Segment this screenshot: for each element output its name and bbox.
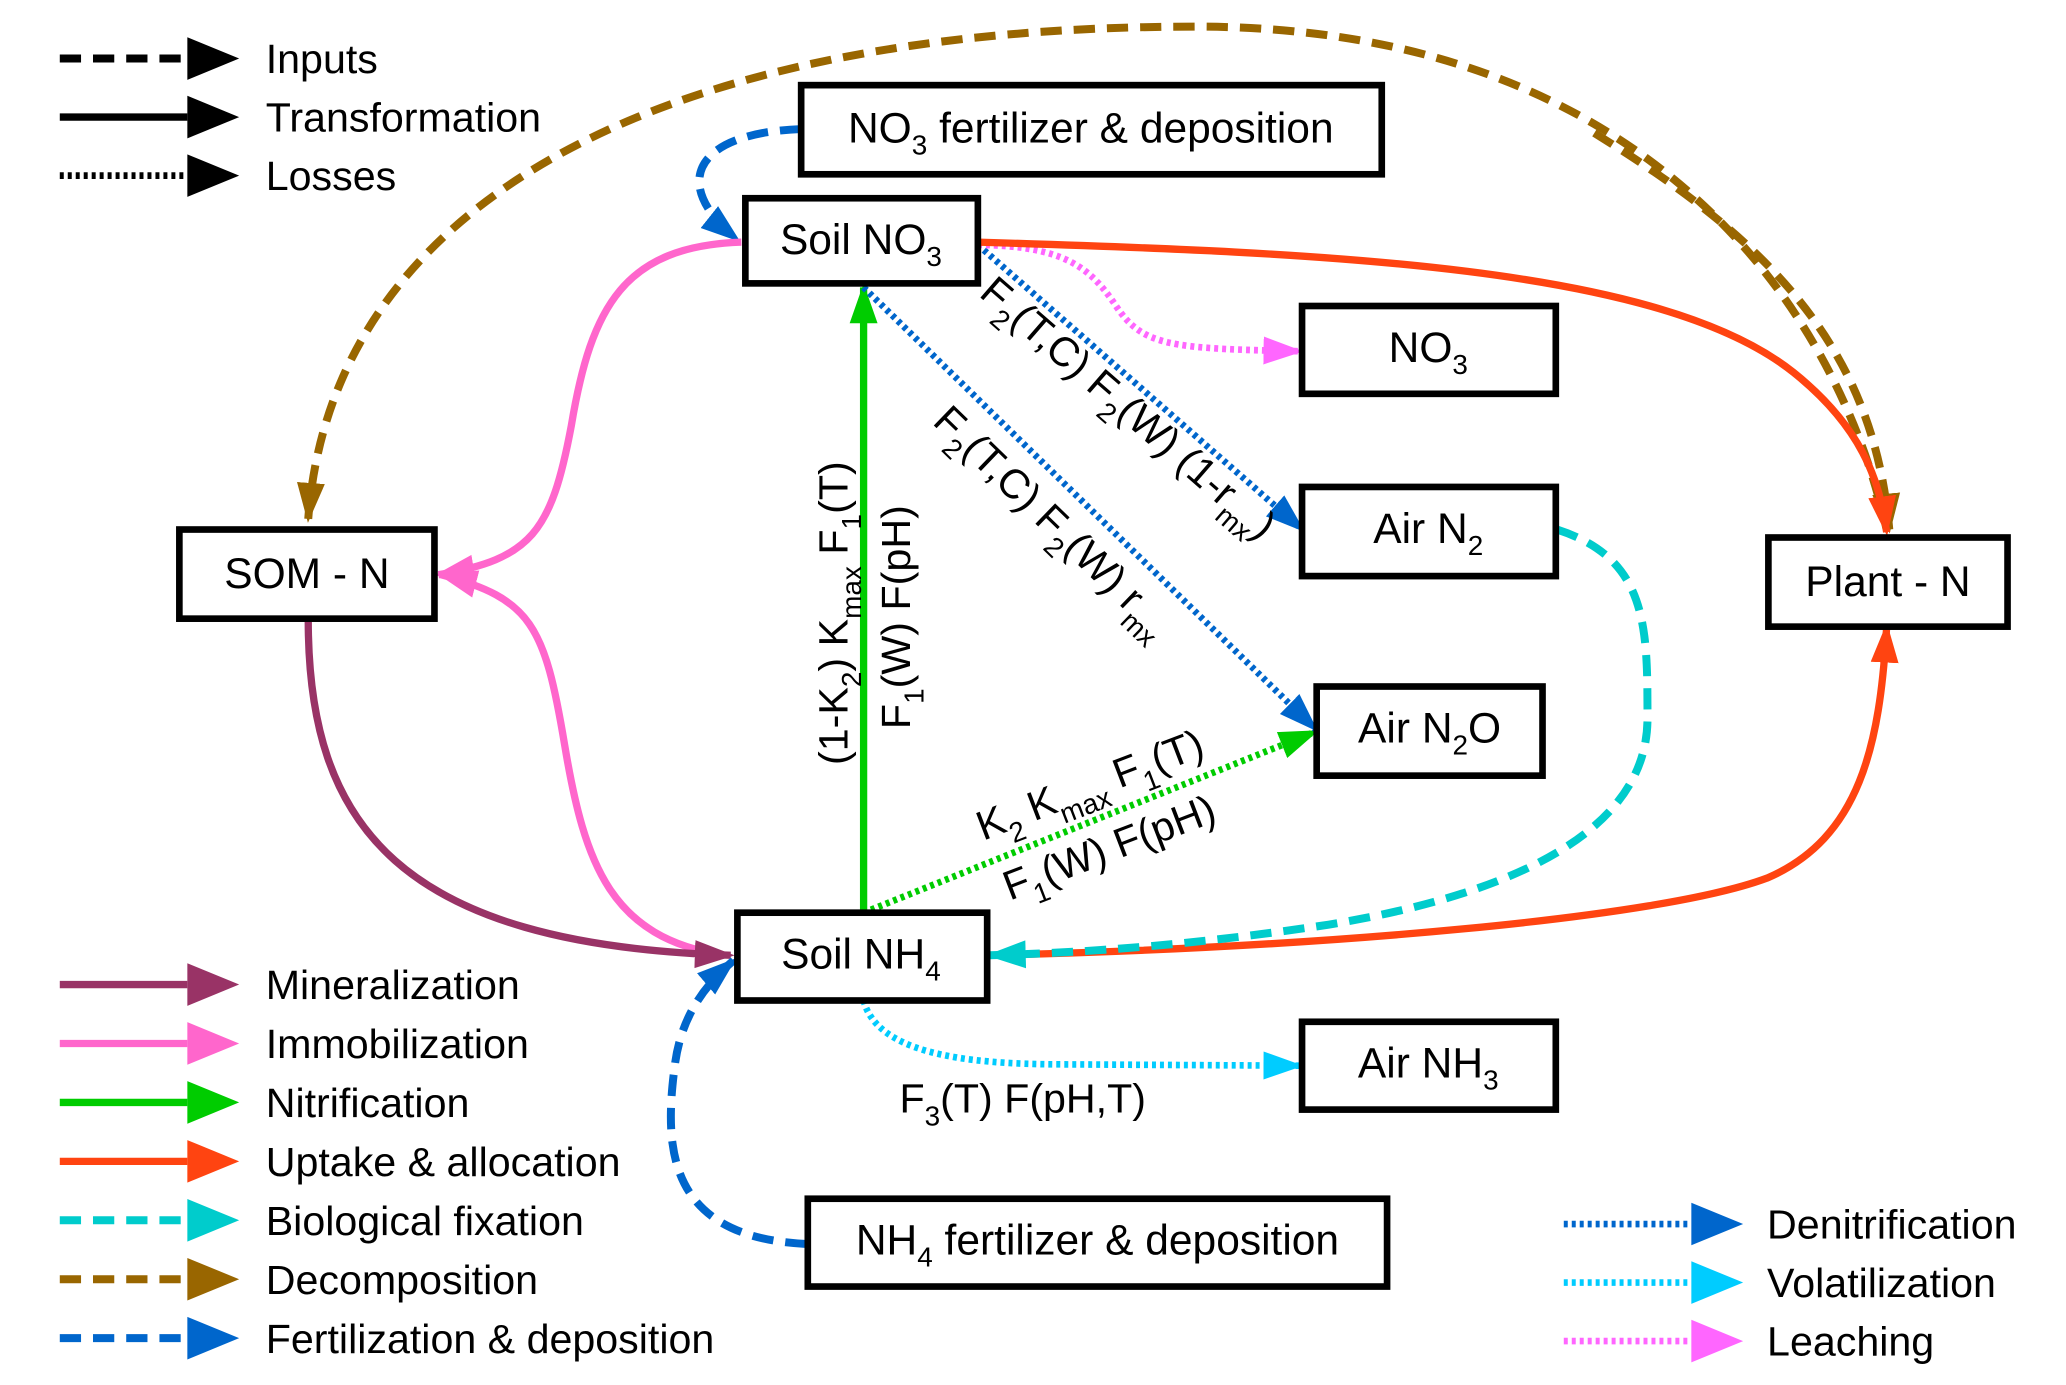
legend-arrowhead-icon [187, 963, 240, 1006]
uptake-nh4-arrow [989, 622, 1899, 959]
legend-processes: MineralizationImmobilizationNitrificatio… [59, 962, 715, 1362]
decomposition-arrow-to-som [297, 22, 1891, 531]
node-soil-no3[interactable]: Soil NO3​ [742, 194, 982, 287]
node-label: NH4 fertilizer & deposition [856, 1217, 1339, 1273]
legend-item: Losses [59, 153, 396, 199]
mineralization-arrow [304, 619, 735, 969]
legend-arrowhead-icon [187, 1140, 240, 1183]
nitrification-n2o-arrow [862, 728, 1320, 916]
equation-volatilization: F3(T) F(pH,T) [899, 1075, 1146, 1131]
legend-label: Immobilization [266, 1021, 529, 1067]
legend-arrowhead-icon [187, 1316, 240, 1360]
node-plant-n[interactable]: Plant - N [1765, 534, 2011, 630]
node-label: Air N2O [1358, 704, 1501, 760]
legend-item: Denitrification [1563, 1202, 2017, 1248]
legend-item: Fertilization & deposition [59, 1316, 715, 1362]
node-label: SOM - N [224, 550, 389, 598]
no3-fertilization-arrow [695, 125, 802, 243]
node-label: Air N2​ [1373, 505, 1483, 561]
node-label: Soil NO3​ [780, 216, 942, 272]
equation-nitrification-line2: F1(W) F(pH) [873, 505, 929, 729]
legend-arrowhead-icon [187, 1081, 240, 1124]
legend-arrowhead-icon [1691, 1261, 1744, 1304]
node-label: NO3 fertilizer & deposition [848, 104, 1334, 160]
legend-item: Leaching [1563, 1319, 1934, 1365]
legend-item: Nitrification [59, 1080, 470, 1126]
legend-item: Uptake & allocation [59, 1139, 621, 1185]
legend-item: Transformation [59, 95, 541, 141]
node-nh4-fertilizer-deposition[interactable]: NH4 fertilizer & deposition [804, 1195, 1391, 1290]
legend-label: Volatilization [1767, 1260, 1996, 1306]
legend-arrowhead-icon [187, 95, 240, 139]
node-label: Air NH3​ [1358, 1040, 1499, 1096]
legend-item: Inputs [59, 36, 378, 82]
legend-label: Biological fixation [266, 1198, 584, 1244]
denitrification-n2-arrow [975, 242, 1306, 533]
node-no3-fertilizer-deposition[interactable]: NO3 fertilizer & deposition [797, 81, 1386, 178]
node-air-n2[interactable]: Air N2​ [1298, 483, 1560, 580]
legend-label: Mineralization [266, 962, 520, 1008]
immobilization-arrow-from-nh4 [437, 570, 725, 959]
legend-label: Leaching [1767, 1319, 1934, 1365]
node-air-nh3[interactable]: Air NH3​ [1298, 1018, 1560, 1113]
node-soil-nh4[interactable]: Soil NH4​ [734, 909, 991, 1004]
legend-item: Immobilization [59, 1021, 529, 1067]
immobilization-arrow-from-no3 [434, 238, 742, 583]
legend-label: Denitrification [1767, 1202, 2016, 1248]
denitrification-n2o-arrow [861, 284, 1319, 732]
legend-arrowhead-icon [187, 154, 240, 197]
legend-label: Decomposition [266, 1257, 538, 1303]
biological-fixation-arrow [985, 525, 1652, 969]
node-no3-leached[interactable]: NO3​ [1298, 302, 1560, 398]
legend-item: Decomposition [59, 1257, 538, 1303]
node-air-n2o[interactable]: Air N2O [1313, 683, 1546, 779]
legend-label: Fertilization & deposition [266, 1316, 715, 1362]
legend-label: Nitrification [266, 1080, 470, 1126]
equation-nitrification-line1: (1-K2) Kmax F1(T) [811, 461, 867, 765]
node-label: Plant - N [1805, 558, 1970, 606]
legend-label: Uptake & allocation [266, 1139, 621, 1185]
legend-arrowhead-icon [187, 37, 240, 80]
node-label: Soil NH4​ [781, 931, 941, 987]
legend-item: Volatilization [1563, 1260, 1996, 1306]
legend-item: Biological fixation [59, 1198, 584, 1244]
legend-arrowhead-icon [1691, 1202, 1744, 1246]
legend-arrowhead-icon [187, 1199, 240, 1242]
legend-arrowhead-icon [1691, 1319, 1744, 1363]
node-label: NO3​ [1389, 324, 1468, 380]
uptake-no3-arrow [977, 238, 1897, 537]
legend-arrowhead-icon [187, 1022, 240, 1065]
decomposition-arrow-to-plant [1592, 129, 1901, 534]
legend-item: Mineralization [59, 962, 520, 1008]
volatilization-arrow [860, 999, 1304, 1080]
legend-label: Transformation [266, 95, 541, 141]
legend-label: Inputs [266, 36, 378, 82]
nh4-fertilization-arrow [666, 957, 807, 1248]
node-som-n[interactable]: SOM - N [176, 526, 438, 622]
legend-label: Losses [266, 153, 396, 199]
legend-arrowhead-icon [187, 1257, 240, 1301]
